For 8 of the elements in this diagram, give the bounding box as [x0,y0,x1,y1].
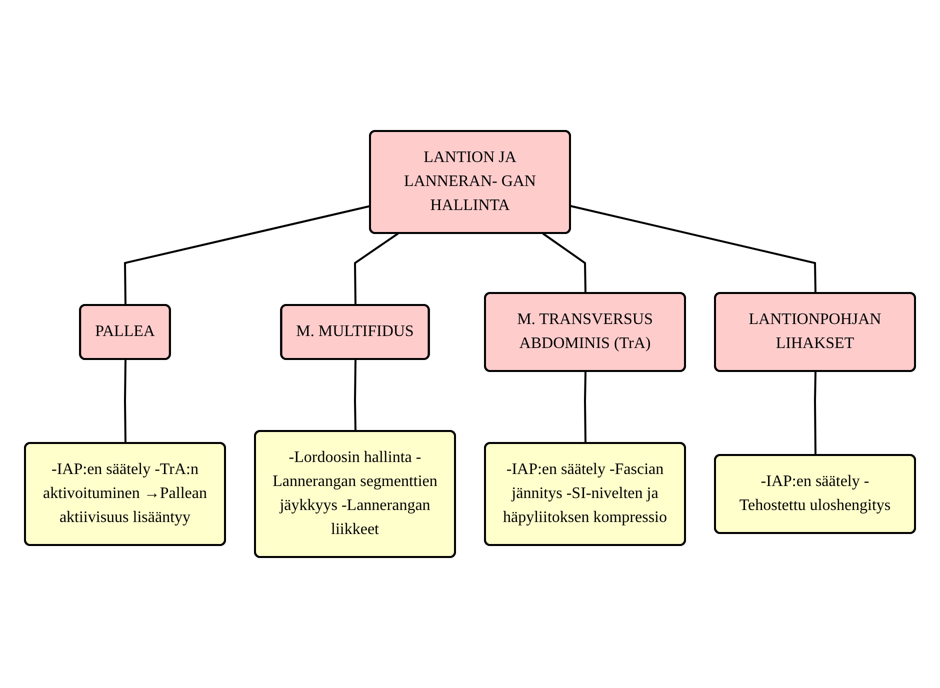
connector [570,205,816,294]
connector [354,232,399,306]
connector [814,371,816,456]
connector [124,205,371,306]
connector [584,371,586,444]
connector [354,359,356,432]
connector [124,359,126,444]
connector [542,232,586,294]
